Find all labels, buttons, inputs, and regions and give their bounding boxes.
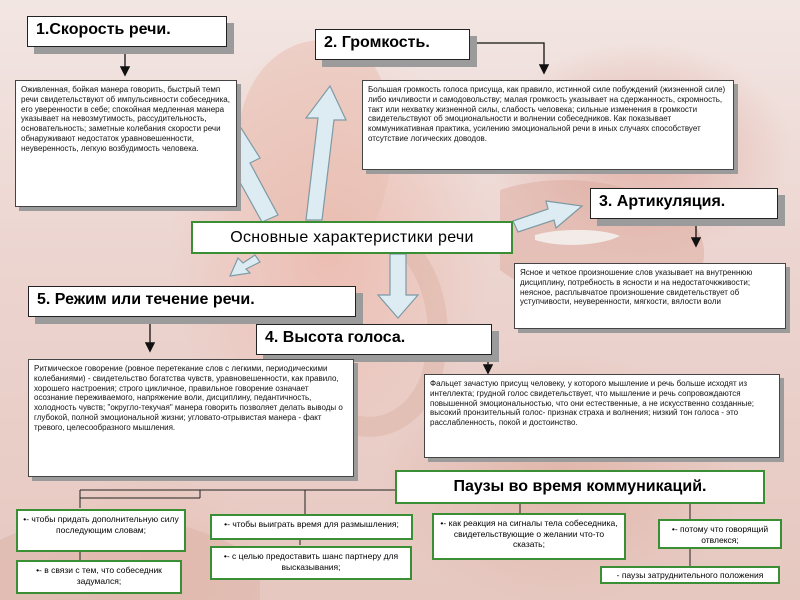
pause-reason-difficult: - паузы затруднительного положения bbox=[600, 566, 780, 584]
pause-reason-time: •- чтобы выиграть время для размышления; bbox=[210, 514, 413, 540]
pause-reason-signal: •- как реакция на сигналы тела собеседни… bbox=[432, 513, 626, 560]
pause-reason-strength: •- чтобы придать дополнительную силу пос… bbox=[16, 509, 186, 552]
pause-reason-distracted: •- потому что говорящий отвлекся; bbox=[658, 519, 782, 549]
pause-reason-partner: •- с целью предоставить шанс партнеру дл… bbox=[210, 546, 412, 580]
pause-reason-interlocutor: •- в связи с тем, что собеседник задумал… bbox=[16, 560, 182, 594]
